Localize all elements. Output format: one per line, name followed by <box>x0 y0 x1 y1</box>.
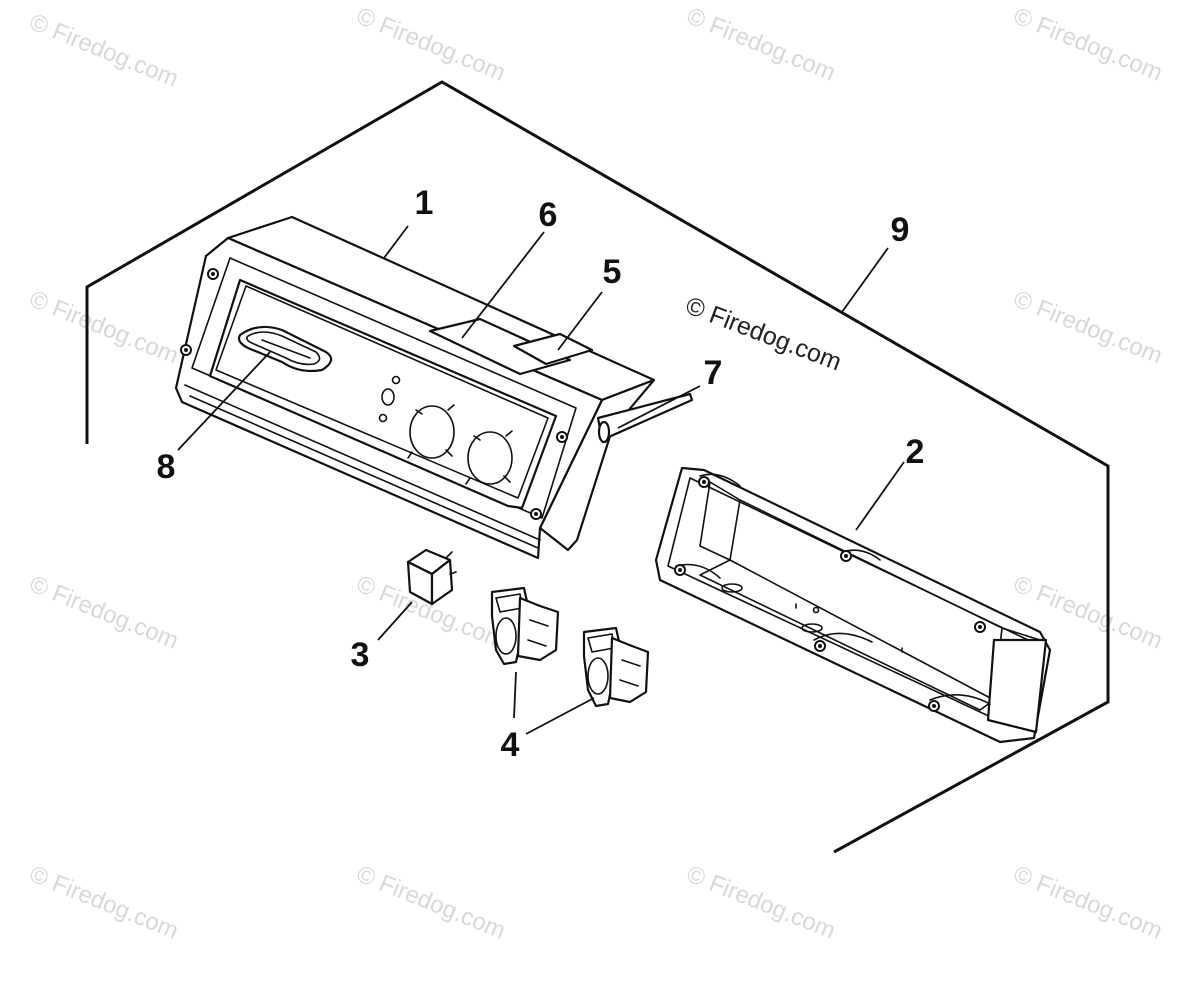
callout-2: 2 <box>906 433 925 471</box>
callout-4: 4 <box>501 726 520 764</box>
callout-1: 1 <box>415 184 434 222</box>
outlet-part-4a <box>490 586 560 666</box>
watermark-text: © Firedog.com <box>353 3 509 87</box>
leader-lines <box>177 225 905 735</box>
watermark-text: © Firedog.com <box>1010 286 1166 370</box>
watermark-text: © Firedog.com <box>683 3 839 87</box>
callout-7: 7 <box>704 354 723 392</box>
control-panel-part-1 <box>174 215 694 560</box>
outlet-part-4b <box>582 626 650 708</box>
callout-5: 5 <box>603 253 622 291</box>
callout-9: 9 <box>891 211 910 249</box>
outlet-cutout-left <box>407 404 455 459</box>
watermark-text: © Firedog.com <box>26 861 182 945</box>
reset-button-icon <box>381 388 395 406</box>
watermark-text: © Firedog.com <box>1010 3 1166 87</box>
indicator-light-icon <box>378 413 388 423</box>
assembly-boundary <box>85 80 1110 854</box>
callout-3: 3 <box>351 636 370 674</box>
watermark-text: © Firedog.com <box>26 286 182 370</box>
indicator-light-icon <box>391 375 401 385</box>
watermark-text: © Firedog.com <box>353 861 509 945</box>
watermark-text: © Firedog.com <box>683 861 839 945</box>
label-plate-5 <box>512 332 594 366</box>
watermark-text: © Firedog.com <box>26 571 182 655</box>
callout-8: 8 <box>157 448 176 486</box>
outlet-cutout-right <box>465 430 513 485</box>
watermark-text: © Firedog.com <box>1010 861 1166 945</box>
logo-badge-part-8 <box>237 325 333 373</box>
housing-box-part-2 <box>654 466 1052 744</box>
callout-6: 6 <box>539 196 558 234</box>
watermark-text: © Firedog.com <box>26 9 182 93</box>
circuit-breaker-part-3 <box>406 548 457 606</box>
callout-labels: 1 2 3 4 5 6 7 8 9 <box>157 184 925 764</box>
